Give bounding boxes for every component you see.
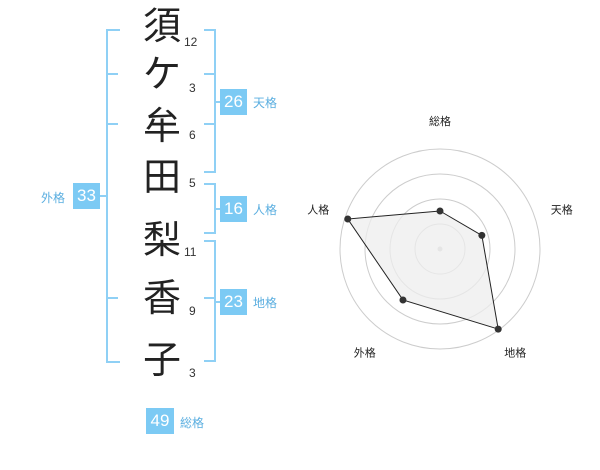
radar-point-5 — [344, 215, 352, 223]
gaikaku-label: 外格 — [41, 191, 66, 205]
name-char-7: 子 — [142, 338, 181, 382]
tenkaku-score: 26 — [220, 89, 247, 115]
bracket-tick-1 — [106, 73, 118, 75]
jinkaku-bracket — [204, 183, 216, 234]
name-char-2: ケ — [142, 52, 181, 96]
jinkaku-score: 16 — [220, 196, 247, 222]
chikaku-bracket — [204, 240, 216, 362]
name-char-6: 香 — [142, 276, 181, 320]
radar-point-1 — [436, 207, 444, 215]
bracket-tick-2 — [106, 123, 118, 125]
soukaku-label: 総格 — [180, 416, 205, 430]
radar-label-2: 天格 — [551, 202, 573, 216]
gaikaku-score: 33 — [73, 183, 100, 209]
chikaku-label: 地格 — [253, 296, 278, 310]
tenkaku-bracket — [204, 29, 216, 173]
stroke-count-5: 11 — [184, 245, 197, 259]
radar-point-2 — [478, 231, 486, 239]
stroke-count-2: 3 — [189, 81, 196, 95]
radar-point-4 — [399, 296, 407, 304]
radar-ring-3 — [364, 173, 516, 325]
radar-label-3: 地格 — [504, 346, 526, 360]
name-char-1: 須 — [142, 4, 181, 48]
gaikaku-bracket — [106, 29, 120, 363]
radar-label-5: 人格 — [307, 202, 329, 216]
jinkaku-bracket-tick — [216, 208, 220, 210]
stroke-count-6: 9 — [189, 304, 196, 318]
radar-label-4: 外格 — [354, 346, 376, 360]
soukaku-score: 49 — [146, 408, 174, 434]
right-tick-3 — [204, 297, 214, 299]
jinkaku-label: 人格 — [253, 203, 278, 217]
name-char-5: 梨 — [142, 218, 181, 262]
chikaku-bracket-tick — [216, 301, 220, 303]
right-tick-1 — [204, 73, 214, 75]
radar-polygon — [346, 210, 499, 330]
right-tick-2 — [204, 123, 214, 125]
tenkaku-bracket-tick — [216, 101, 220, 103]
stroke-count-4: 5 — [189, 176, 196, 190]
tenkaku-label: 天格 — [253, 96, 278, 110]
name-char-3: 牟 — [142, 104, 181, 148]
stroke-count-1: 12 — [184, 35, 198, 49]
bracket-tick-3 — [106, 297, 118, 299]
name-char-4: 田 — [142, 155, 181, 199]
gaikaku-bracket-tick — [100, 195, 106, 197]
chikaku-score: 23 — [220, 289, 247, 315]
radar-label-1: 総格 — [429, 114, 451, 128]
stroke-count-7: 3 — [189, 366, 196, 380]
radar-point-3 — [494, 325, 502, 333]
stroke-count-3: 6 — [189, 128, 196, 142]
